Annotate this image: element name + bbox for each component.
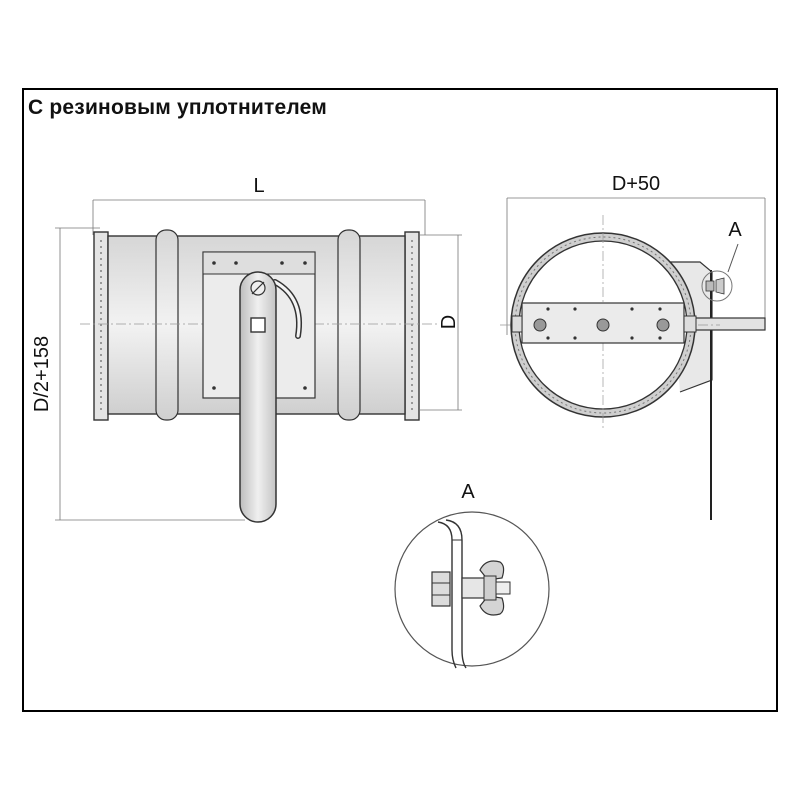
wingnut-icon (705, 277, 725, 295)
side-view: L D D/2+158 (31, 175, 462, 523)
wingnut-detail-icon (479, 560, 505, 616)
front-view: D+50 (500, 173, 766, 520)
dimension-diameter: D (420, 234, 462, 411)
dimension-outer-width-label: D+50 (612, 173, 660, 195)
stiffening-ribs (155, 229, 361, 421)
detail-callout-label: A (728, 219, 742, 241)
damper-handle[interactable] (239, 271, 277, 523)
detail-callout-circle (701, 270, 733, 302)
drawing-title: С резиновым уплотнителем (28, 96, 327, 119)
dimension-height-label: D/2+158 (31, 336, 53, 412)
detail-title: A (461, 481, 475, 503)
dimension-outer-width: D+50 (506, 173, 766, 335)
lock-square-icon (250, 317, 266, 333)
damper-axle (694, 317, 766, 331)
dimension-length-label: L (253, 175, 264, 197)
dimension-diameter-label: D (438, 315, 460, 329)
drawing-frame (22, 88, 778, 712)
dimension-length: L (92, 175, 426, 235)
blade-bolts (533, 318, 670, 332)
dimension-height: D/2+158 (31, 227, 245, 521)
detail-view-a: A (394, 481, 550, 669)
